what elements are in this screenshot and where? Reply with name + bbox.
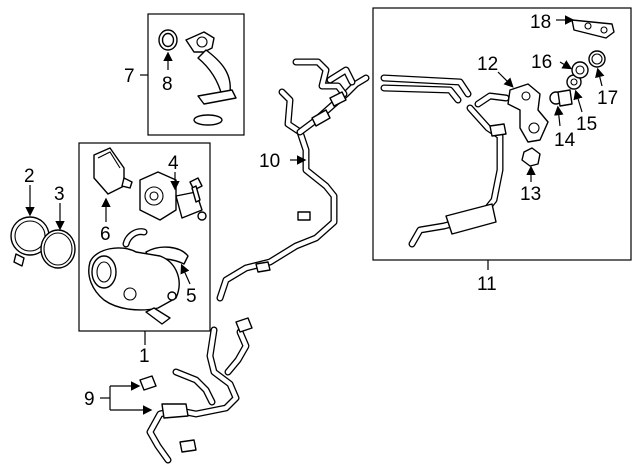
bolt-small — [189, 177, 203, 203]
callout-9: 9 — [84, 389, 95, 410]
leader-15 — [573, 89, 583, 113]
clamp-2 — [10, 216, 50, 267]
callout-2: 2 — [24, 166, 35, 187]
callout-5: 5 — [186, 286, 197, 307]
callout-4: 4 — [168, 153, 179, 174]
bolt-bottom — [145, 307, 171, 325]
leader-9 — [100, 381, 153, 415]
callout-12: 12 — [477, 54, 498, 75]
seal-ring-8 — [158, 29, 178, 51]
seal-16 — [571, 61, 589, 79]
callout-16: 16 — [531, 52, 552, 73]
elbow-pipe — [185, 31, 237, 126]
callout-14: 14 — [554, 130, 576, 151]
callout-1: 1 — [139, 346, 150, 367]
hose-10 — [216, 58, 370, 302]
valve-body-4 — [139, 171, 207, 221]
leader-16 — [559, 60, 573, 70]
thermostat-housing — [88, 228, 180, 311]
callout-11: 11 — [477, 274, 497, 295]
callout-15: 15 — [576, 114, 597, 135]
callout-10: 10 — [259, 151, 280, 172]
callout-6: 6 — [100, 224, 111, 245]
leader-5 — [180, 263, 191, 285]
valve-12 — [507, 83, 549, 143]
callout-17: 17 — [597, 88, 618, 109]
callout-7: 7 — [124, 66, 135, 87]
leader-12 — [497, 71, 514, 88]
nut-13 — [521, 147, 541, 167]
hose-11 — [380, 74, 510, 248]
callout-3: 3 — [54, 184, 65, 205]
plug-14 — [549, 89, 573, 107]
group-box-11 — [372, 7, 632, 261]
callout-13: 13 — [520, 184, 541, 205]
bracket-18 — [571, 19, 615, 39]
o-ring-3 — [40, 229, 76, 269]
callout-8: 8 — [162, 74, 173, 95]
callout-18: 18 — [530, 12, 551, 33]
hose-assembly-9 — [139, 317, 253, 464]
leader-17 — [595, 67, 605, 87]
o-ring-17 — [588, 50, 606, 68]
cover-plate-6 — [93, 147, 133, 195]
leader-14 — [554, 105, 564, 127]
